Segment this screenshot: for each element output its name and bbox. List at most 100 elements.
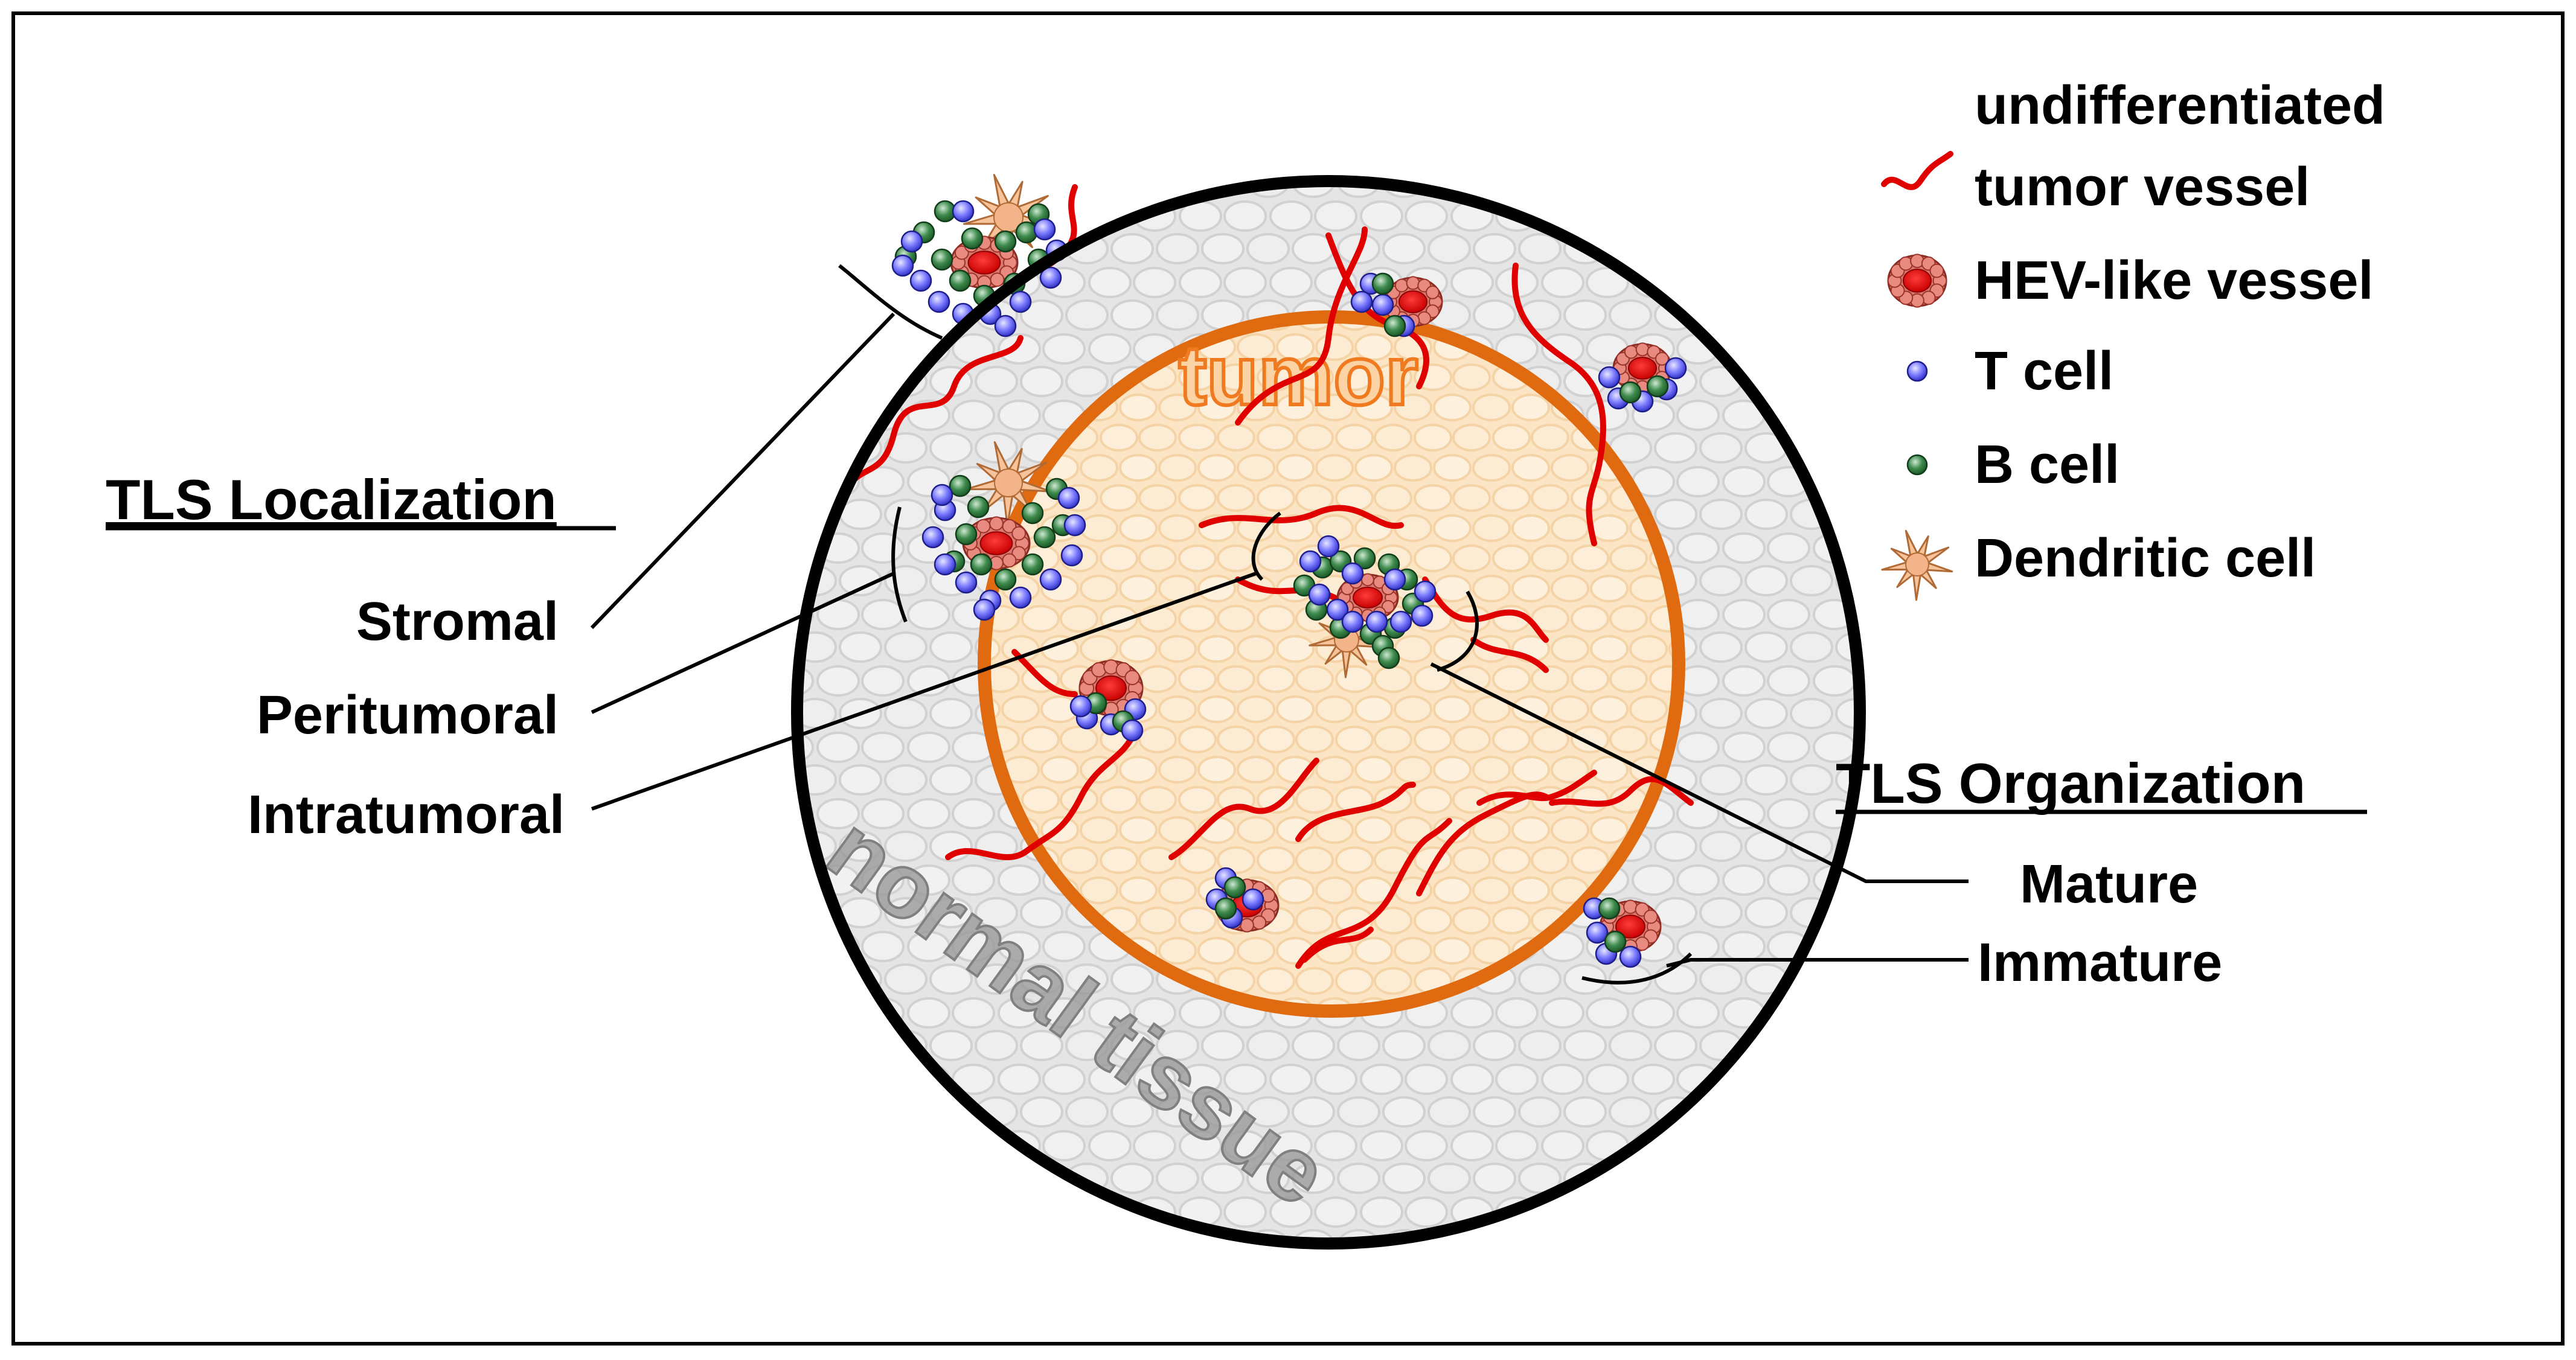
b-cell-icon	[1015, 221, 1038, 244]
t-cell-icon	[1299, 550, 1322, 573]
stromal-leader	[590, 312, 896, 630]
b-cell-icon	[1598, 897, 1621, 920]
mature-bracket	[1437, 590, 1479, 672]
t-cell-icon	[1371, 293, 1394, 316]
tls-clusters	[891, 174, 1687, 968]
dendritic-cell-icon	[1881, 529, 1953, 601]
tumor-vessel	[1295, 782, 1416, 842]
localization-heading: TLS Localization	[106, 468, 557, 531]
label-immature: Immature	[1978, 933, 2222, 993]
tumor-vessel	[1235, 226, 1368, 426]
t-cell-icon	[1121, 719, 1144, 742]
legend-dendritic-cell-icon	[1881, 529, 1953, 601]
t-cell-icon	[1317, 535, 1340, 558]
label-mature: Mature	[2020, 854, 2198, 915]
t-cell-icon	[1063, 514, 1086, 537]
label-peritumoral: Peritumoral	[257, 685, 559, 745]
b-cell-icon	[1906, 454, 1928, 476]
b-cell-icon	[994, 568, 1017, 591]
b-cell-icon	[1383, 314, 1406, 337]
label-stromal: Stromal	[356, 592, 559, 652]
legend-vessel-label-1: undifferentiated	[1975, 75, 2385, 136]
t-cell-icon	[1326, 598, 1349, 621]
t-cell-icon	[1586, 921, 1609, 944]
legend-dendritic-label: Dendritic cell	[1975, 528, 2316, 589]
tumor-vessel	[1470, 637, 1549, 673]
organization-heading: TLS Organization	[1836, 752, 2305, 815]
peritumoral-bracket	[891, 506, 908, 623]
legend-hev-icon	[1887, 254, 1947, 308]
b-cell-icon	[955, 523, 978, 546]
t-cell-icon	[1350, 290, 1373, 313]
legend-vessel-label-2: tumor vessel	[1975, 157, 2310, 217]
b-cell-icon	[1377, 646, 1400, 669]
intratumoral-bracket	[1251, 511, 1281, 581]
legend-hev-label: HEV-like vessel	[1975, 251, 2373, 311]
b-cell-icon	[949, 474, 972, 497]
t-cell-icon	[1341, 610, 1364, 633]
t-cell-icon	[1308, 583, 1331, 606]
t-cell-icon	[994, 314, 1017, 337]
tumor-vessel	[1011, 649, 1078, 697]
hev-t-cell-group-immature	[1583, 897, 1662, 968]
b-cell-icon	[931, 248, 953, 271]
legend: undifferentiated tumor vessel HEV-like v…	[1881, 75, 2385, 601]
t-cell-icon	[1365, 610, 1388, 633]
b-cell-icon	[1604, 930, 1627, 953]
legend-t-cell-icon	[1906, 360, 1928, 382]
t-cell-icon	[928, 290, 950, 313]
t-cell-icon	[1060, 544, 1083, 567]
t-cell-icon	[1057, 487, 1080, 509]
stromal-bracket	[838, 264, 943, 340]
b-cell-icon	[1646, 375, 1669, 398]
t-cell-icon	[1242, 888, 1264, 911]
hev-t-cell-group	[1598, 342, 1687, 413]
b-cell-icon	[1033, 526, 1056, 549]
legend-vessel-icon	[1881, 151, 1953, 190]
t-cell-icon	[1039, 568, 1062, 591]
tumor-vessel	[1549, 776, 1694, 807]
hev-t-cell-group	[1069, 659, 1147, 742]
tumor-vessel	[1199, 505, 1404, 529]
t-cell-icon	[1009, 586, 1032, 609]
b-cell-icon	[1353, 547, 1376, 570]
b-cell-icon	[967, 496, 990, 519]
tls-cluster-peritumoral	[921, 441, 1086, 621]
b-cell-icon	[994, 230, 1017, 253]
tissue-border	[791, 175, 1866, 1250]
localization-leaders	[590, 264, 1281, 811]
tumor-region	[984, 317, 1679, 1011]
b-cell-icon	[949, 269, 972, 292]
organization-leaders	[1430, 590, 1969, 985]
t-cell-icon	[1619, 945, 1642, 968]
t-cell-icon	[1664, 357, 1687, 380]
tumor-vessel	[1416, 791, 1549, 896]
t-cell-icon	[921, 526, 944, 549]
b-cell-icon	[1021, 553, 1044, 576]
t-cell-icon	[900, 230, 923, 253]
immature-leader	[1666, 958, 1969, 968]
t-cell-icon	[1009, 290, 1032, 313]
label-intratumoral: Intratumoral	[248, 785, 565, 845]
b-cell-icon	[1214, 897, 1237, 920]
t-cell-icon	[1039, 266, 1062, 289]
t-cell-icon	[1069, 695, 1092, 718]
hev-t-cell-group	[1350, 272, 1443, 337]
tumor-vessel	[1476, 770, 1597, 806]
hev-t-cell-group	[1205, 867, 1280, 933]
hev-vessel-icon	[1887, 254, 1947, 308]
legend-b-cell-icon	[1906, 454, 1928, 476]
t-cell-icon	[1033, 218, 1056, 241]
tumor-vessel	[945, 727, 1138, 860]
t-cell-icon	[1389, 610, 1412, 633]
mature-leader	[1430, 662, 1969, 883]
t-cell-icon	[1906, 360, 1928, 382]
b-cell-icon	[1021, 502, 1044, 525]
t-cell-icon	[931, 484, 953, 506]
hev-vessel-icon	[1336, 573, 1399, 622]
tumor-vessel	[1295, 818, 1452, 969]
t-cell-icon	[1383, 568, 1406, 591]
b-cell-icon	[1619, 381, 1642, 404]
tumor-vessel	[1301, 927, 1374, 963]
t-cell-icon	[1598, 366, 1621, 389]
